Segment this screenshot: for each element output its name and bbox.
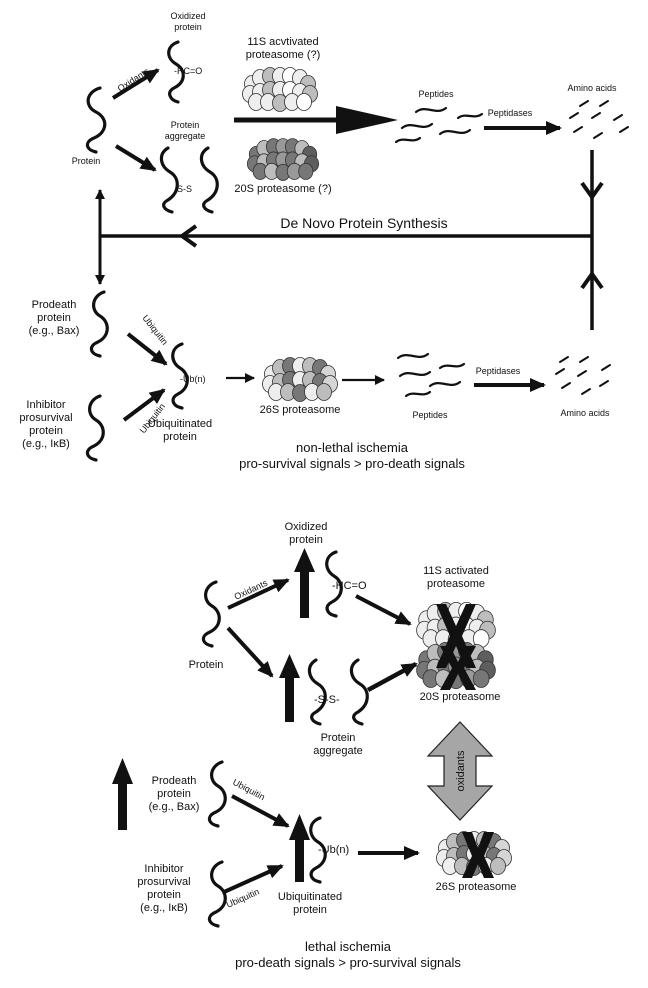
inhibitor-wave-mid [85, 394, 105, 462]
amino-acids-label-top: Amino acids [567, 83, 617, 93]
oxidized-protein-wave-top [167, 40, 185, 104]
proteasome-subunit [490, 857, 506, 875]
proteasome-26s-label-mid: 26S proteasome [260, 404, 341, 416]
oxidants-arrow-top [111, 68, 160, 100]
peptidases-label-top: Peptidases [488, 108, 533, 118]
proteasome-11s-icon-top [242, 67, 318, 112]
proteasome-20s-label-top: 20S proteasome (?) [234, 183, 331, 195]
oxidized-protein-wave-bot [325, 550, 343, 618]
blocked-x-mark-26s [462, 832, 494, 878]
recycle-chevron-down [580, 181, 604, 201]
amino-acid-dashes-top [569, 100, 629, 139]
amino-acids-label-mid: Amino acids [560, 408, 610, 418]
prodeath-wave-bot [207, 760, 227, 828]
ubiquitin-arrow-upper-mid [126, 332, 168, 366]
aggregate-wave-left-bot [307, 658, 327, 726]
proteasome-26s-icon-mid [262, 357, 338, 402]
protein-wave-bot [201, 580, 221, 648]
recycle-chevron-up [580, 270, 604, 290]
aggregate-arrow-bot [226, 626, 274, 678]
aggregate-wave-right-top [199, 146, 219, 214]
ubiquitin-label-upper-mid: Ubiquitin [140, 313, 169, 347]
degradation-arrowhead-top [336, 106, 398, 134]
aggregate-to-20s-arrow-bot [366, 662, 418, 692]
ub-n-label-mid: -Ub(n) [180, 374, 206, 384]
oxidants-double-arrow [426, 721, 494, 821]
prodeath-wave-mid [89, 290, 109, 358]
increase-arrow-shaft-aggregate [285, 676, 294, 722]
protein-label-top: Protein [72, 156, 101, 166]
ubiquitinated-wave-mid [171, 342, 189, 410]
proteasome-subunit [296, 93, 312, 111]
ub-n-label-bot: -Ub(n) [318, 844, 349, 856]
increase-arrow-shaft-prodeath [118, 782, 127, 830]
proteasome-subunit [316, 383, 332, 401]
proteasome-20s-label-bot: 20S proteasome [420, 691, 501, 703]
protein-label-bot: Protein [189, 659, 224, 671]
de-novo-label: De Novo Protein Synthesis [280, 215, 447, 231]
increase-arrowhead-prodeath [112, 758, 133, 784]
blocked-x-mark-lower [440, 646, 476, 690]
hc-o-label-top: -HC=O [174, 66, 202, 76]
ubiquitin-arrow-upper-bot [231, 794, 290, 828]
proteasome-subunit [298, 162, 314, 180]
ubiquitinated-wave-bot [309, 816, 327, 884]
disulfide-label-top: S-S [177, 184, 192, 194]
ubiquitin-arrow-lower-bot [223, 864, 284, 894]
proteasome-26s-label-bot: 26S proteasome [436, 881, 517, 893]
disulfide-label-bot: -S-S- [314, 694, 340, 706]
increase-arrow-shaft-oxidized [300, 570, 309, 618]
aggregate-wave-left-top [159, 146, 179, 214]
oxidants-double-arrow-label: oxidants [455, 750, 467, 791]
hc-o-label-bot: -HC=O [332, 580, 367, 592]
peptide-fragments-top [394, 106, 484, 144]
amino-acid-dashes-mid [555, 356, 611, 395]
increase-arrowhead-oxidized [294, 548, 315, 572]
peptide-fragments-mid [396, 352, 466, 398]
inhibitor-wave-bot [207, 860, 227, 928]
protein-wave-top [85, 86, 107, 154]
proteasome-subunit [472, 669, 490, 688]
oxidized-to-11s-arrow-bot [355, 594, 412, 626]
peptides-label-top: Peptides [418, 89, 454, 99]
aggregate-wave-right-bot [349, 658, 369, 726]
ubiquitin-arrow-lower-mid [122, 388, 166, 422]
de-novo-chevron [178, 224, 198, 248]
proteasome-20s-icon-top [246, 138, 320, 181]
increase-arrow-shaft-ubiquitinated [295, 838, 304, 882]
aggregate-arrow-top [114, 144, 157, 172]
increase-arrowhead-aggregate [279, 654, 300, 678]
peptides-label-mid: Peptides [412, 410, 448, 420]
peptidases-label-mid: Peptidases [476, 366, 521, 376]
oxidants-arrow-bot [227, 578, 290, 610]
increase-arrowhead-ubiquitinated [289, 814, 310, 840]
